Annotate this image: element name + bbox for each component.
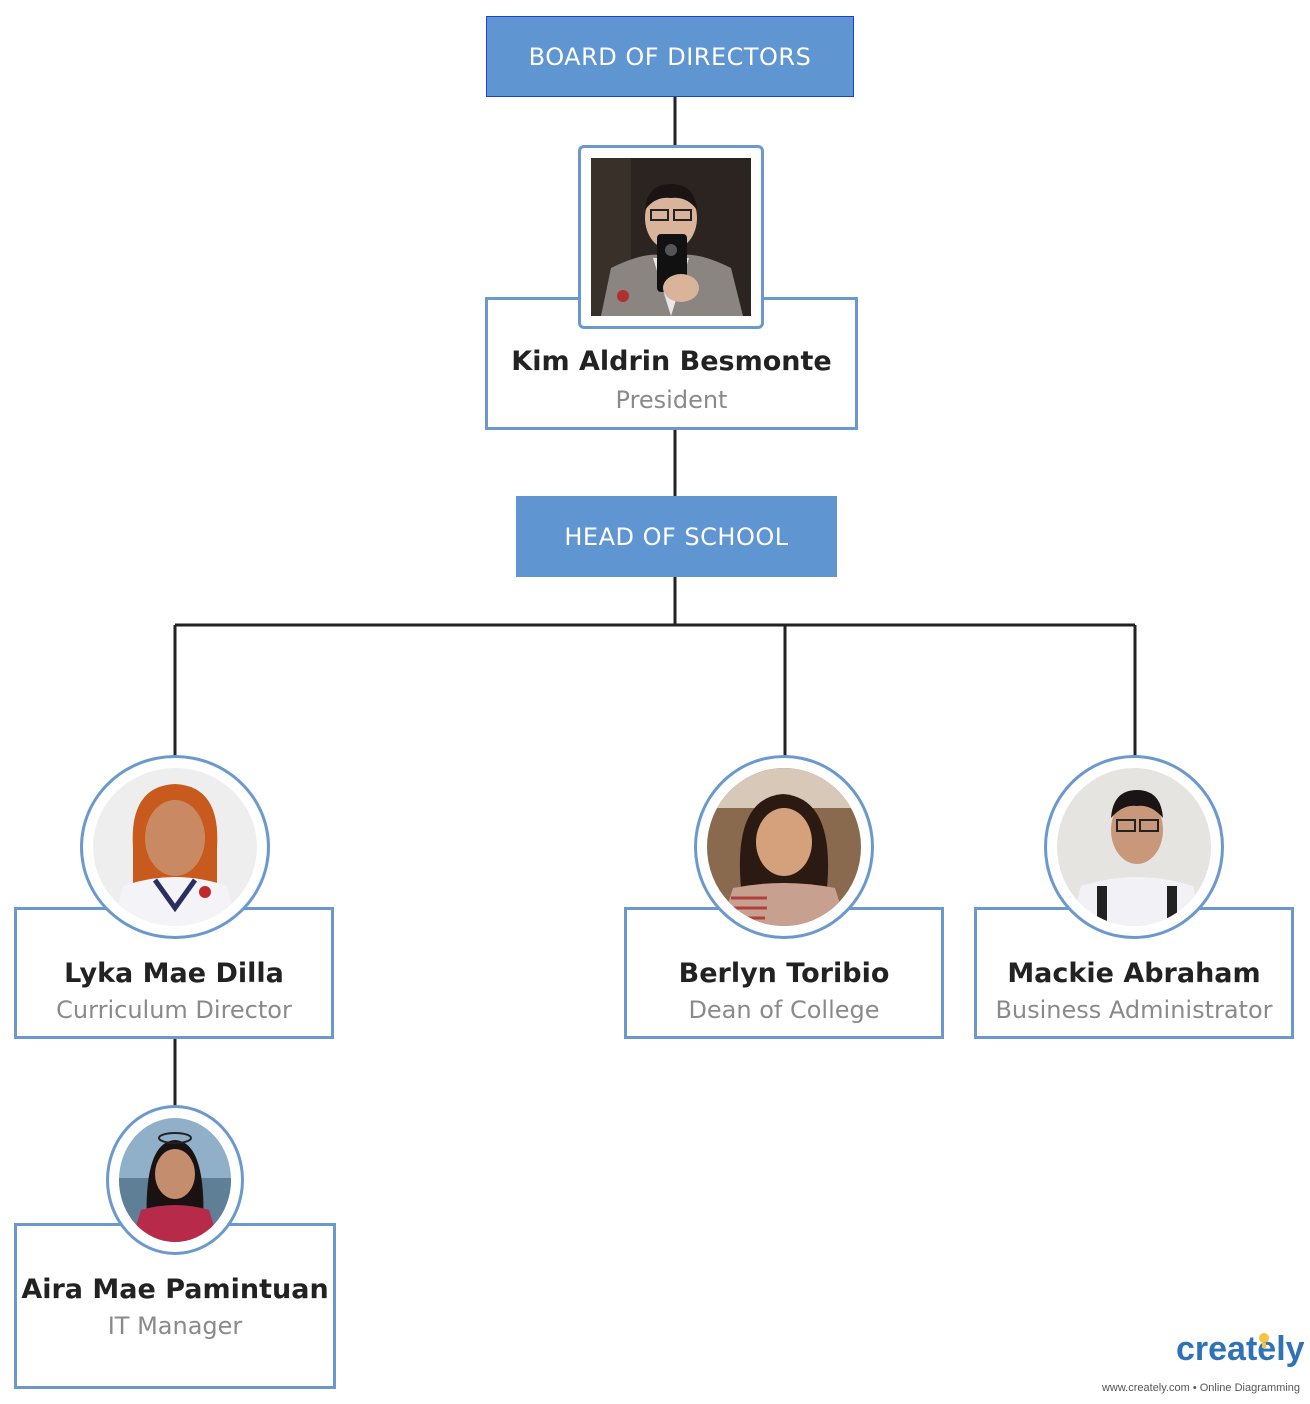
mackie-photo [1057, 768, 1211, 926]
head-label: HEAD OF SCHOOL [564, 522, 789, 551]
person-name: Mackie Abraham [1007, 958, 1261, 989]
member-card-lyka[interactable]: Lyka Mae Dilla Curriculum Director [14, 907, 334, 1039]
person-role: Dean of College [688, 996, 880, 1024]
lyka-photo-frame [80, 755, 270, 939]
person-name: Lyka Mae Dilla [64, 958, 284, 989]
person-role: Business Administrator [995, 996, 1273, 1024]
aira-photo-frame [106, 1105, 244, 1255]
person-name: Aira Mae Pamintuan [21, 1274, 329, 1305]
person-name: Berlyn Toribio [678, 958, 890, 989]
creately-brand: creately [1176, 1330, 1305, 1368]
creately-tagline: www.creately.com • Online Diagramming [1101, 1382, 1300, 1394]
president-photo-frame [578, 145, 764, 329]
berlyn-photo-frame [694, 755, 874, 939]
aira-photo [119, 1118, 231, 1242]
board-label: BOARD OF DIRECTORS [528, 42, 812, 71]
berlyn-photo [707, 768, 861, 926]
person-role: IT Manager [107, 1312, 243, 1340]
person-role: Curriculum Director [56, 996, 292, 1024]
creately-logo[interactable]: creately [1176, 1330, 1305, 1380]
person-role: President [615, 386, 728, 414]
person-name: Kim Aldrin Besmonte [511, 346, 832, 377]
board-of-directors-box[interactable]: BOARD OF DIRECTORS [486, 16, 854, 97]
mackie-photo-frame [1044, 755, 1224, 939]
head-of-school-box[interactable]: HEAD OF SCHOOL [516, 496, 837, 577]
president-photo [591, 158, 751, 316]
lightbulb-icon [1259, 1333, 1269, 1348]
lyka-photo [93, 768, 257, 926]
